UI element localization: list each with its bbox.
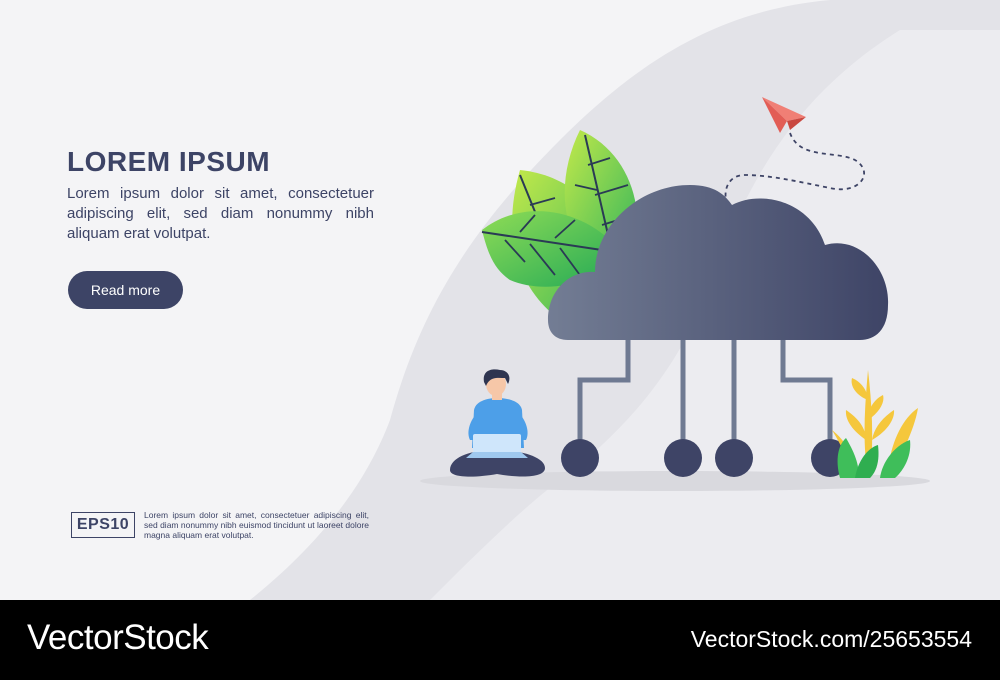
illustration xyxy=(250,0,1000,600)
leaf-icon xyxy=(481,211,620,287)
paper-plane-icon xyxy=(762,97,806,133)
canvas: LOREM IPSUM Lorem ipsum dolor sit amet, … xyxy=(67,0,1000,600)
dashed-trail xyxy=(724,132,865,201)
eps-badge: EPS10 xyxy=(71,512,135,538)
footer-logo[interactable]: VectorStock xyxy=(27,618,209,657)
footer-bar: VectorStock VectorStock.com/25653554 xyxy=(0,600,1000,680)
cloud-network-icon xyxy=(548,185,889,477)
ground-shadow xyxy=(420,471,930,491)
eps-note: Lorem ipsum dolor sit amet, consectetuer… xyxy=(144,510,369,540)
hero-description: Lorem ipsum dolor sit amet, consectetuer… xyxy=(67,185,374,242)
read-more-button[interactable]: Read more xyxy=(68,271,183,309)
person-laptop-icon xyxy=(450,369,545,477)
footer-image-id: VectorStock.com/25653554 xyxy=(690,626,972,652)
hero-title: LOREM IPSUM xyxy=(67,146,271,177)
plant-icon xyxy=(832,370,918,478)
